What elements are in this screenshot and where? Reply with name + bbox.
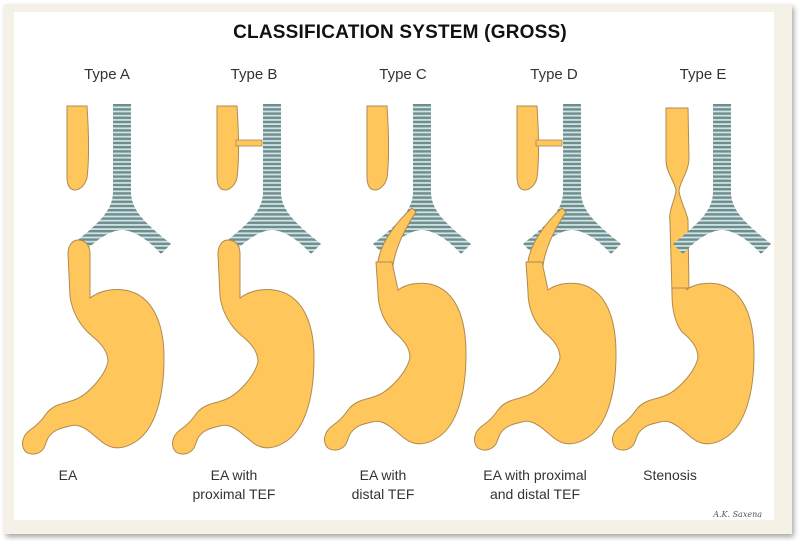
type-e-stenotic-esophagus	[665, 107, 690, 295]
type-c-label: Type C	[379, 66, 427, 83]
type-b-proximal-fistula	[235, 139, 263, 147]
type-c-caption-line2: distal TEF	[351, 486, 415, 502]
type-d-proximal-fistula	[535, 139, 563, 147]
author-signature: A.K. Saxena	[713, 510, 762, 519]
type-b-stomach	[172, 239, 315, 455]
type-c-upper-esophagus	[366, 105, 389, 191]
type-b-caption-line1: EA with	[210, 467, 258, 483]
type-b-label: Type B	[230, 66, 278, 83]
type-b-illustration	[172, 104, 321, 455]
type-e-caption: Stenosis	[590, 466, 750, 485]
type-d-caption-line1: EA with proximal	[483, 467, 587, 483]
type-b-caption-line2: proximal TEF	[192, 486, 276, 502]
type-e-illustration	[612, 104, 771, 451]
type-a-caption-line1: EA	[58, 467, 78, 483]
type-e-stomach	[612, 282, 755, 451]
type-c-stomach	[324, 261, 467, 451]
type-d-illustration	[474, 104, 621, 451]
type-b-caption: EA with proximal TEF	[154, 466, 314, 504]
type-a-stomach	[22, 239, 165, 455]
type-a-illustration	[22, 104, 171, 455]
diagram-title: CLASSIFICATION SYSTEM (GROSS)	[233, 22, 567, 43]
type-d-upper-esophagus	[516, 105, 539, 191]
type-c-caption-line1: EA with	[359, 467, 407, 483]
type-a-upper-esophagus	[66, 105, 89, 191]
type-d-label: Type D	[530, 66, 578, 83]
type-e-caption-line1: Stenosis	[643, 467, 697, 483]
type-c-illustration	[324, 104, 471, 451]
type-a-label: Type A	[84, 66, 130, 83]
type-c-caption: EA with distal TEF	[303, 466, 463, 504]
type-d-caption: EA with proximal and distal TEF	[455, 466, 615, 504]
type-b-upper-esophagus	[216, 105, 239, 191]
type-a-caption: EA	[0, 466, 148, 485]
type-d-caption-line2: and distal TEF	[489, 486, 580, 502]
type-e-label: Type E	[679, 66, 727, 83]
type-d-stomach	[474, 261, 617, 451]
